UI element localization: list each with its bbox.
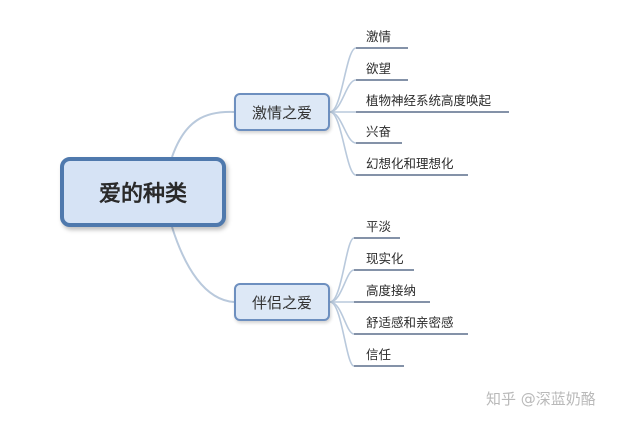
- branch-1-connectors: [329, 237, 355, 367]
- leaf-label: 植物神经系统高度唤起: [366, 93, 492, 108]
- branch-label: 伴侣之爱: [251, 293, 312, 312]
- leaf-label: 现实化: [366, 251, 404, 266]
- branch-node-passionate-love: 激情之爱: [234, 93, 330, 131]
- leaf-label: 舒适感和亲密感: [366, 315, 454, 330]
- leaf-label: 高度接纳: [366, 283, 417, 298]
- branch-label: 激情之爱: [251, 103, 312, 122]
- leaf-label: 幻想化和理想化: [366, 156, 454, 171]
- leaf-label: 欲望: [366, 61, 392, 76]
- leaf-label: 兴奋: [366, 124, 392, 139]
- watermark: 知乎 @深蓝奶酪: [486, 388, 596, 409]
- connector-root-branch-0: [171, 110, 235, 158]
- root-label: 爱的种类: [98, 182, 187, 207]
- branch-1-underlines: [354, 237, 468, 367]
- connector-root-branch-1: [171, 226, 235, 303]
- leaf-label: 激情: [366, 29, 392, 44]
- branch-0-connectors: [329, 47, 357, 176]
- branch-node-companionate-love: 伴侣之爱: [234, 283, 330, 321]
- watermark-text: 知乎 @深蓝奶酪: [486, 390, 596, 408]
- root-node: 爱的种类: [60, 157, 226, 227]
- leaf-label: 信任: [366, 347, 392, 362]
- branch-0-underlines: [356, 47, 509, 176]
- leaf-label: 平淡: [366, 219, 392, 234]
